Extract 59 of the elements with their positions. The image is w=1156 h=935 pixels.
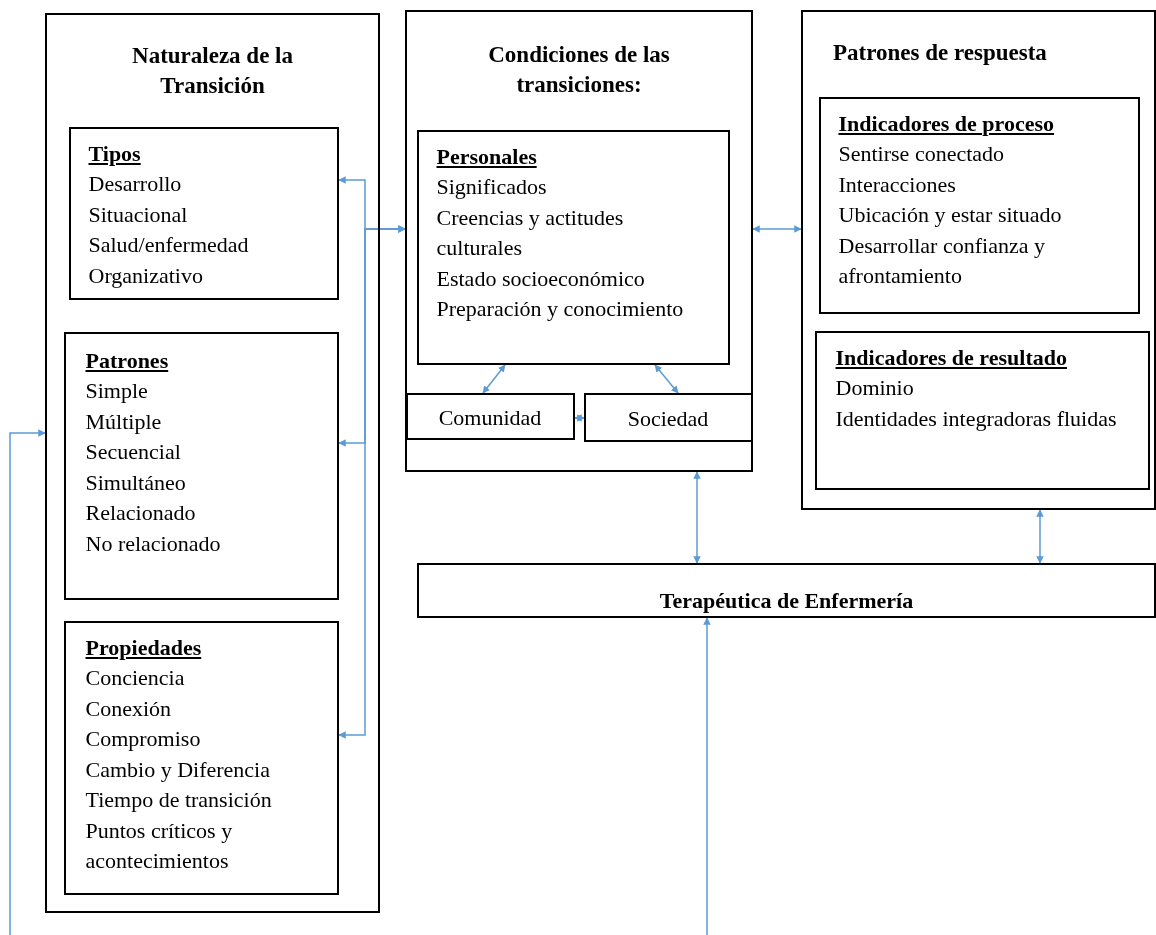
list-item: Organizativo <box>88 261 204 290</box>
list-item: Estado socioeconómico <box>436 264 646 293</box>
category-box <box>63 331 339 600</box>
box-label: Terapéutica de Enfermería <box>658 587 915 615</box>
list-item: Creencias y actitudes culturales <box>436 203 625 262</box>
panel-title: Naturaleza de la Transición <box>131 42 294 100</box>
factor-box <box>405 392 575 440</box>
list-item: Conciencia <box>85 664 186 692</box>
list-item: Sentirse conectado <box>838 140 1006 168</box>
list-item: Simple <box>85 377 149 405</box>
arrow <box>752 225 802 233</box>
list-item: Identidades integradoras fluidas <box>835 404 1118 433</box>
section-heading: Indicadores de resultado <box>835 343 1068 372</box>
list-item: Relacionado <box>85 499 197 527</box>
arrow <box>1036 509 1044 564</box>
panel <box>801 10 1156 510</box>
list-item: Ubicación y estar situado <box>838 201 1063 229</box>
list-item: Conexión <box>85 694 173 723</box>
list-item: Simultáneo <box>85 468 187 497</box>
category-box <box>63 620 339 895</box>
panel <box>405 10 753 472</box>
panel-title: Condiciones de las transiciones: <box>487 41 671 99</box>
list-item: Interacciones <box>838 170 957 199</box>
list-item: Desarrollar confianza y afrontamiento <box>838 231 1046 290</box>
panel <box>45 13 380 913</box>
list-item: Situacional <box>88 200 189 229</box>
list-item: Significados <box>436 173 548 201</box>
list-item: Tiempo de transición <box>85 786 273 814</box>
section-heading: Patrones <box>85 346 170 375</box>
panel-title: Patrones de respuesta <box>833 39 1048 67</box>
list-item: Preparación y conocimiento <box>436 295 685 323</box>
section-heading: Personales <box>436 142 538 171</box>
list-item: Múltiple <box>85 407 163 436</box>
arrow <box>338 225 406 739</box>
list-item: Cambio y Diferencia <box>85 755 271 784</box>
section-heading: Indicadores de proceso <box>838 109 1056 138</box>
list-item: No relacionado <box>85 529 222 558</box>
factor-box <box>583 392 753 442</box>
list-item: Desarrollo <box>88 170 183 198</box>
section-heading: Propiedades <box>85 633 203 662</box>
box-label: Sociedad <box>626 404 710 433</box>
arrow <box>654 364 679 394</box>
section-heading: Tipos <box>88 139 142 168</box>
indicator-box <box>818 96 1140 314</box>
arrow <box>703 617 711 935</box>
category-box <box>416 129 730 365</box>
list-item: Secuencial <box>85 438 182 466</box>
category-box <box>68 126 339 300</box>
indicator-box <box>814 330 1150 490</box>
arrow <box>574 414 585 422</box>
list-item: Puntos críticos y acontecimientos <box>85 816 234 875</box>
list-item: Compromiso <box>85 725 202 753</box>
arrow <box>9 429 46 935</box>
box-label: Comunidad <box>437 403 543 432</box>
therapeutics-box <box>417 563 1156 618</box>
list-item: Dominio <box>835 374 915 402</box>
list-item: Salud/enfermedad <box>88 231 250 259</box>
arrow <box>482 364 506 394</box>
arrow <box>693 471 701 564</box>
